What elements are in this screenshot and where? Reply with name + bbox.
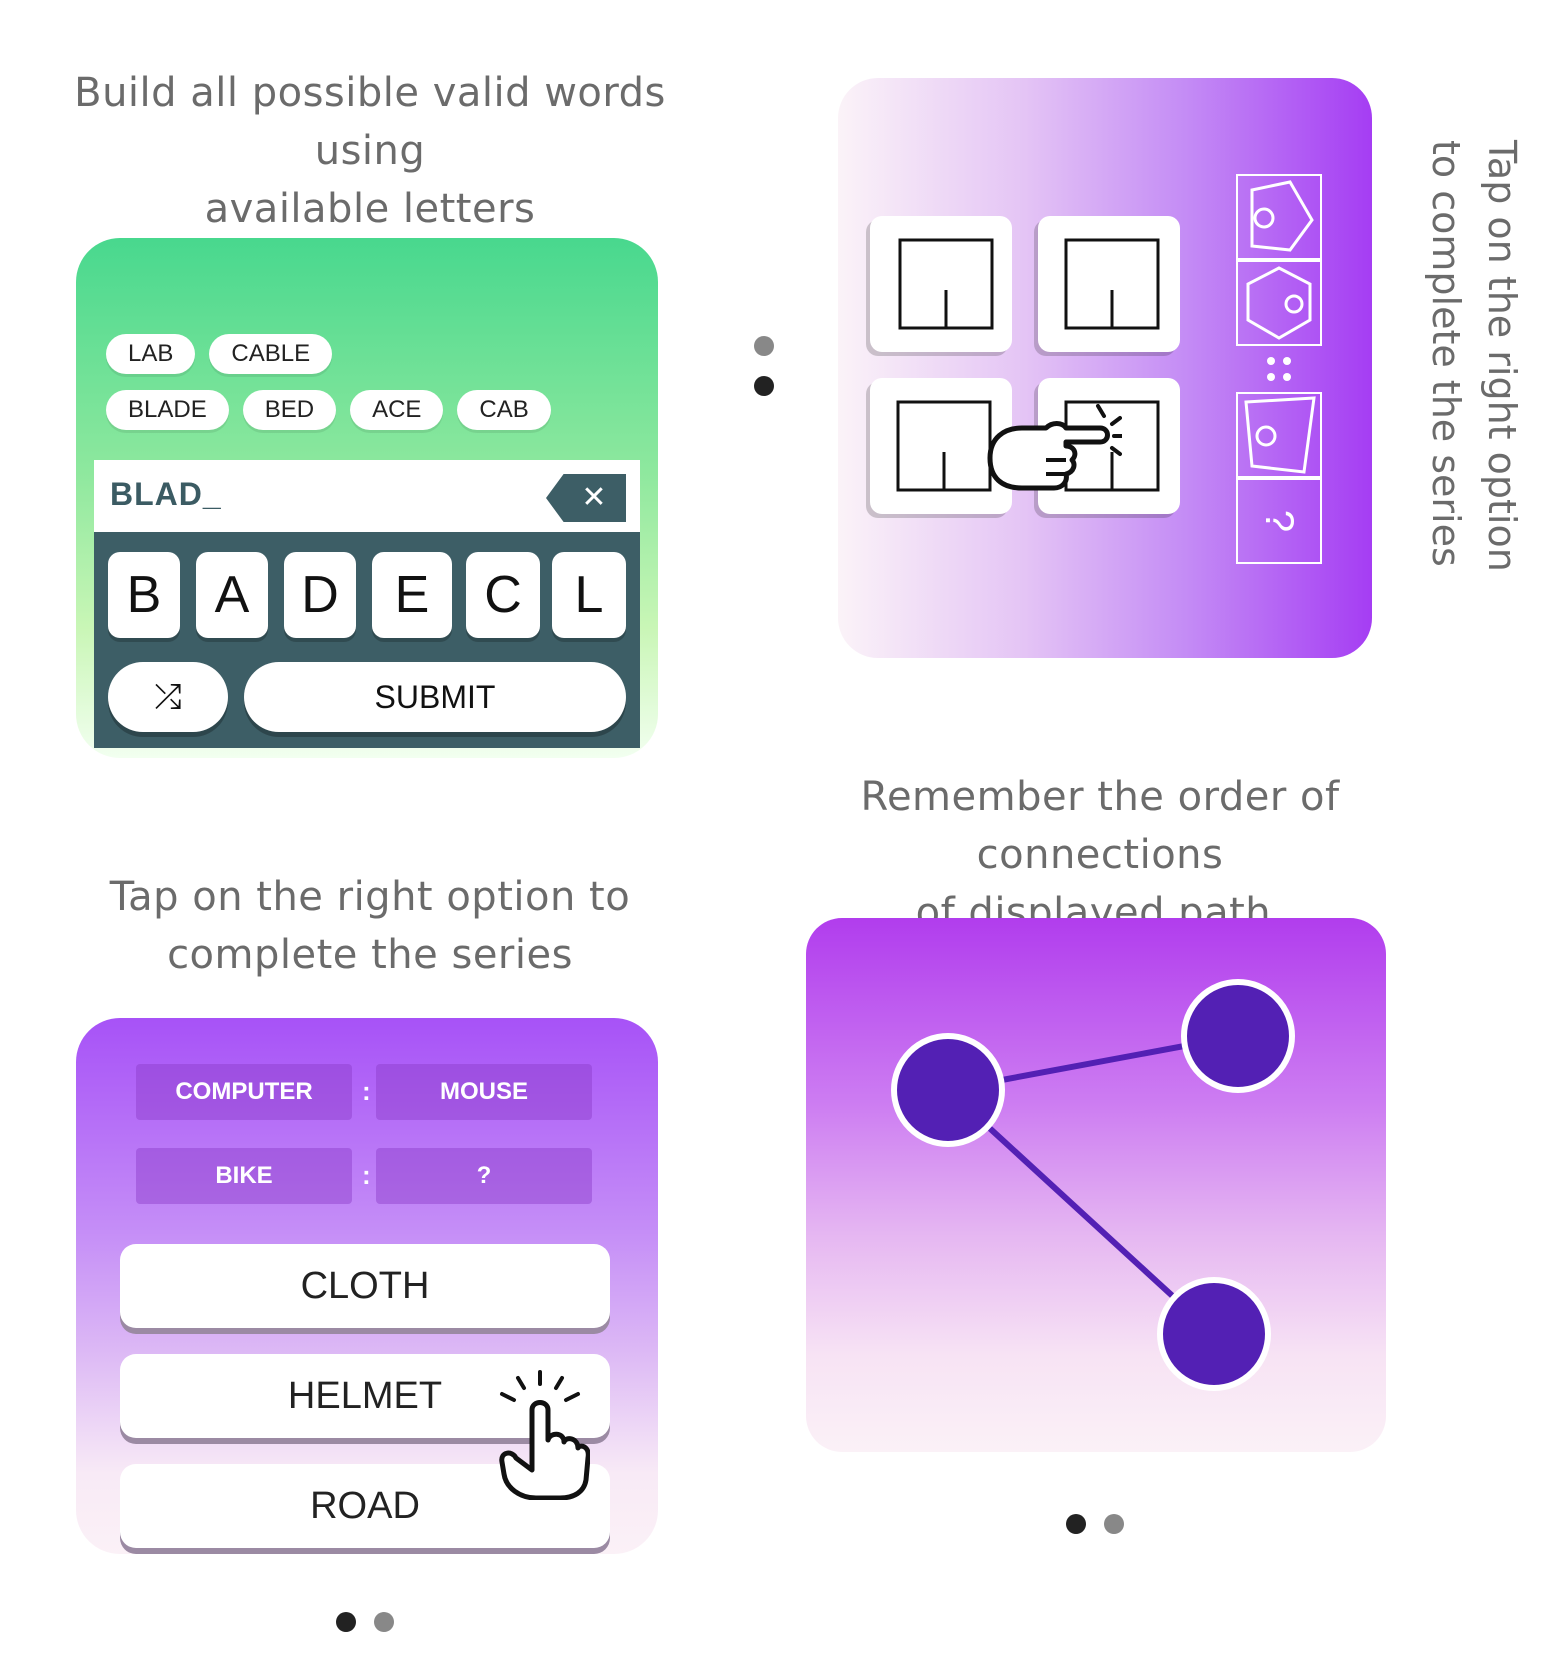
analogy-card: COMPUTER : MOUSE BIKE : ? CLOTH HELMET R… xyxy=(76,1018,658,1554)
word-caption-line-2: available letters xyxy=(204,186,536,232)
pager-dot-active[interactable] xyxy=(336,1612,356,1632)
path-node[interactable] xyxy=(1181,979,1295,1093)
analogy-unknown-term: ? xyxy=(376,1148,592,1204)
path-node[interactable] xyxy=(891,1033,1005,1147)
pager-dot[interactable] xyxy=(1104,1514,1124,1534)
pager-dot[interactable] xyxy=(754,336,774,356)
letter-key[interactable]: B xyxy=(108,552,180,638)
letter-key[interactable]: A xyxy=(196,552,268,638)
path-panel-caption: Remember the order of connections of dis… xyxy=(770,768,1430,942)
current-word-text: BLAD_ xyxy=(110,476,222,512)
found-word-chip: ACE xyxy=(350,390,444,430)
letter-key[interactable]: E xyxy=(372,552,452,638)
found-word-chip: LAB xyxy=(106,334,196,374)
analogy-term: COMPUTER xyxy=(136,1064,352,1120)
analogy-separator: : xyxy=(362,1160,371,1190)
found-word-chip: CABLE xyxy=(209,334,333,374)
path-graph xyxy=(891,979,1295,1391)
tapping-hand-icon xyxy=(499,1370,590,1500)
series-box xyxy=(1236,174,1322,260)
letter-key[interactable]: D xyxy=(284,552,356,638)
analogy-panel-caption: Tap on the right option to complete the … xyxy=(40,868,700,984)
figure-option-tile[interactable] xyxy=(1038,216,1180,352)
word-builder-card: LAB CABLE BLADE BED ACE CAB BLAD_ ✕ B A … xyxy=(76,238,658,758)
series-box xyxy=(1236,260,1322,346)
path-memory-card xyxy=(806,918,1386,1452)
pager-dot[interactable] xyxy=(374,1612,394,1632)
found-word-chip: CAB xyxy=(457,390,551,430)
backspace-button[interactable]: ✕ xyxy=(546,474,626,522)
word-caption-line-1: Build all possible valid words using xyxy=(74,70,666,174)
pointing-hand-icon xyxy=(987,404,1122,491)
figure-option-tile[interactable] xyxy=(870,216,1012,352)
letter-keypad: B A D E C L ⤮ SUBMIT xyxy=(94,532,640,748)
answer-option-button[interactable]: CLOTH xyxy=(120,1244,610,1328)
figure-series-card: ? xyxy=(838,78,1372,658)
box-figure-icon xyxy=(898,238,994,330)
path-edge xyxy=(945,1087,1217,1337)
found-word-chip: BLADE xyxy=(106,390,229,430)
analogy-caption-line-1: Tap on the right option to xyxy=(109,874,631,920)
figure-panel-caption: Tap on the right option to complete the … xyxy=(1412,140,1530,600)
trapezoid-figure-icon xyxy=(1244,396,1316,474)
figure-option-tile[interactable] xyxy=(870,378,1012,514)
shuffle-button[interactable]: ⤮ xyxy=(108,662,228,732)
found-words-row-1: LAB CABLE xyxy=(106,334,333,374)
series-box xyxy=(1236,392,1322,478)
analogy-caption-line-2: complete the series xyxy=(167,932,573,978)
answer-input-bar: BLAD_ ✕ xyxy=(94,460,640,532)
figure-caption-text: Tap on the right option to complete the … xyxy=(1424,140,1524,572)
letter-key[interactable]: C xyxy=(466,552,540,638)
found-words-row-2: BLADE BED ACE CAB xyxy=(106,390,551,430)
analogy-term: MOUSE xyxy=(376,1064,592,1120)
box-figure-icon xyxy=(1064,238,1160,330)
path-node[interactable] xyxy=(1157,1277,1271,1391)
hexagon-figure-icon xyxy=(1246,266,1312,340)
answer-option-button[interactable]: HELMET xyxy=(120,1354,610,1438)
pager-dot-active[interactable] xyxy=(754,376,774,396)
series-answer-box[interactable]: ? xyxy=(1236,478,1322,564)
pager-dot-active[interactable] xyxy=(1066,1514,1086,1534)
shuffle-icon: ⤮ xyxy=(154,678,182,716)
letter-key[interactable]: L xyxy=(552,552,626,638)
analogy-term: BIKE xyxy=(136,1148,352,1204)
word-panel-caption: Build all possible valid words using ava… xyxy=(40,64,700,238)
path-caption-line-1: Remember the order of connections xyxy=(860,774,1340,878)
found-word-chip: BED xyxy=(242,390,337,430)
series-separator-icon xyxy=(1267,357,1291,381)
figure-option-tile[interactable] xyxy=(1038,378,1180,514)
pentagon-figure-icon xyxy=(1250,180,1314,252)
analogy-separator: : xyxy=(362,1076,371,1106)
question-mark-text: ? xyxy=(1257,509,1301,533)
submit-button[interactable]: SUBMIT xyxy=(244,662,626,732)
